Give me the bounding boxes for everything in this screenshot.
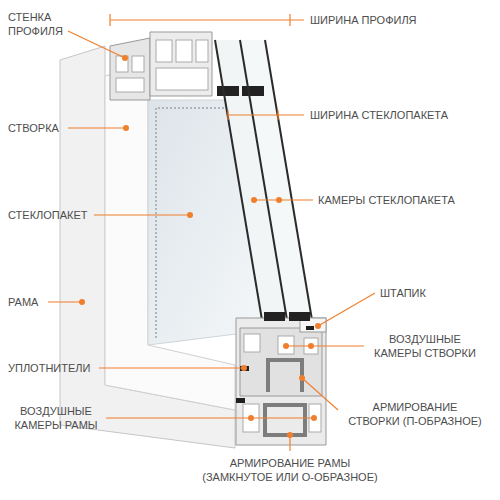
glass-chamber <box>240 40 312 320</box>
callout-label: УПЛОТНИТЕЛИ <box>8 361 92 375</box>
glass-pane <box>265 40 312 320</box>
leader-line <box>48 301 82 302</box>
dimension-tick <box>277 110 278 120</box>
seal <box>236 398 245 403</box>
callout-label: ВОЗДУШНЫЕ КАМЕРЫ СТВОРКИ <box>374 332 476 360</box>
leader-line <box>94 214 190 215</box>
leader-dot <box>79 299 85 305</box>
leader-line <box>106 417 314 418</box>
leader-dot <box>283 343 289 349</box>
leader-dot <box>241 365 247 371</box>
sash-reinforcement <box>268 360 302 392</box>
leader-dot <box>248 415 254 421</box>
callout-label: РАМА <box>8 295 40 309</box>
callout-label: АРМИРОВАНИЕ РАМЫ (ЗАМКНУТОЕ ИЛИ О-ОБРАЗН… <box>202 456 378 484</box>
dimension-tick <box>227 110 228 120</box>
callout-label: СТВОРКА <box>8 121 60 135</box>
glass-spacer <box>264 312 285 321</box>
leader-dot <box>308 343 314 349</box>
profile-chamber <box>116 56 128 72</box>
frame-profile-cut <box>236 318 326 445</box>
callout-label: КАМЕРЫ СТЕКЛОПАКЕТА <box>318 193 456 207</box>
leader-line <box>289 437 290 451</box>
callout-label: АРМИРОВАНИЕ СТВОРКИ (П-ОБРАЗНОЕ) <box>348 400 482 428</box>
profile-chamber <box>244 334 260 352</box>
seal <box>306 326 314 330</box>
profile-chamber <box>156 40 172 62</box>
callout-label: ШТАПИК <box>380 286 427 300</box>
sash-profile-cut <box>150 32 212 96</box>
leader-line <box>286 345 364 346</box>
leader-dots <box>79 55 321 438</box>
leader-dot <box>251 197 257 203</box>
callout-label: ВОЗДУШНЫЕ КАМЕРЫ РАМЫ <box>14 404 98 432</box>
frame-profile-cut <box>110 38 150 100</box>
glass-spacer <box>289 312 310 321</box>
leader-line <box>318 293 375 326</box>
glass-spacer-edge <box>156 108 226 338</box>
callout-label: СТЕКЛОПАКЕТ <box>8 208 89 222</box>
glass-pane <box>215 40 262 320</box>
leader-line <box>302 378 338 410</box>
profile-chamber <box>116 78 144 92</box>
leader-dot <box>123 125 129 131</box>
leader-line <box>68 127 126 128</box>
sash-profile-cut <box>240 328 322 396</box>
leader-line <box>99 367 244 368</box>
bottom-profile-section <box>236 312 326 445</box>
callout-label: СТЕНКА ПРОФИЛЯ <box>8 10 19 38</box>
leader-dot <box>276 197 282 203</box>
callout-label: ШИРИНА ПРОФИЛЯ <box>310 13 418 27</box>
leader-dot <box>122 55 128 61</box>
leader-dot <box>299 375 305 381</box>
callout-label: ШИРИНА СТЕКЛОПАКЕТА <box>310 108 450 122</box>
leader-lines <box>48 14 375 451</box>
glass-spacer <box>242 86 264 96</box>
glass-spacer <box>217 86 239 96</box>
profile-chamber <box>278 336 294 354</box>
leader-dot <box>315 323 321 329</box>
profile-chamber <box>176 40 192 62</box>
dimension-line <box>228 114 304 115</box>
leader-dot <box>311 415 317 421</box>
seal <box>240 366 249 371</box>
profile-chamber <box>196 40 208 62</box>
frame-reinforcement <box>265 405 305 435</box>
leader-dot <box>187 212 193 218</box>
leader-dot <box>287 432 293 438</box>
leader-line <box>68 31 125 58</box>
dimension-line <box>110 19 304 20</box>
dimension-tick <box>289 14 290 26</box>
profile-chamber <box>132 56 144 72</box>
leader-line <box>254 199 313 200</box>
profile-chamber <box>156 68 208 90</box>
dimension-tick <box>109 14 110 26</box>
glass-pane <box>240 40 287 320</box>
